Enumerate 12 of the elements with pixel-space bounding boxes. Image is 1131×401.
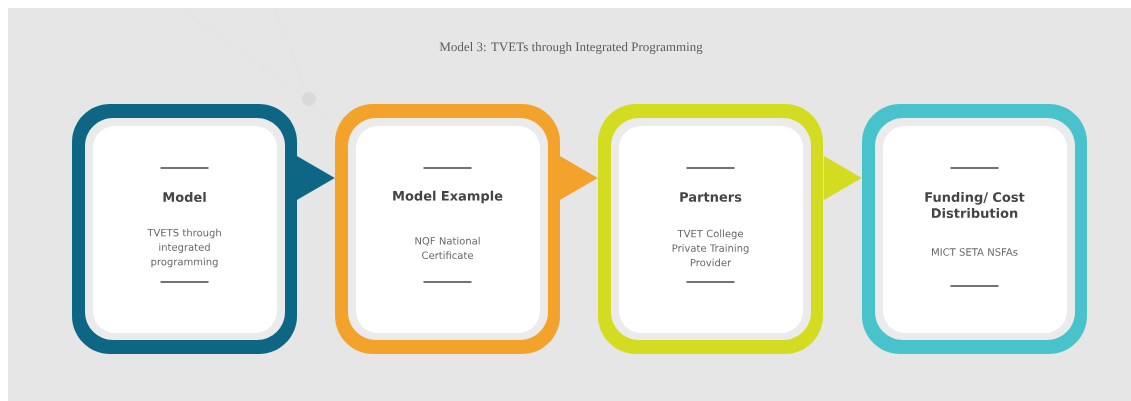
card-body: MICT SETA NSFAs [932,248,1018,256]
card-heading: Model [163,191,206,203]
arrow [296,156,335,200]
card-body: TVETS through integrated programming [147,228,221,268]
card-body: TVET College Private Training Provider [672,229,749,267]
title: Model 3: TVETs through Integrated Programming [439,42,703,54]
arrow [823,156,862,200]
card-heading: Model Example [393,190,503,204]
card-heading: Partners [680,192,742,202]
card-heading: Funding/ Cost Distribution [925,191,1025,219]
arrow [559,156,598,200]
card-body: NQF National Certificate [415,236,480,260]
